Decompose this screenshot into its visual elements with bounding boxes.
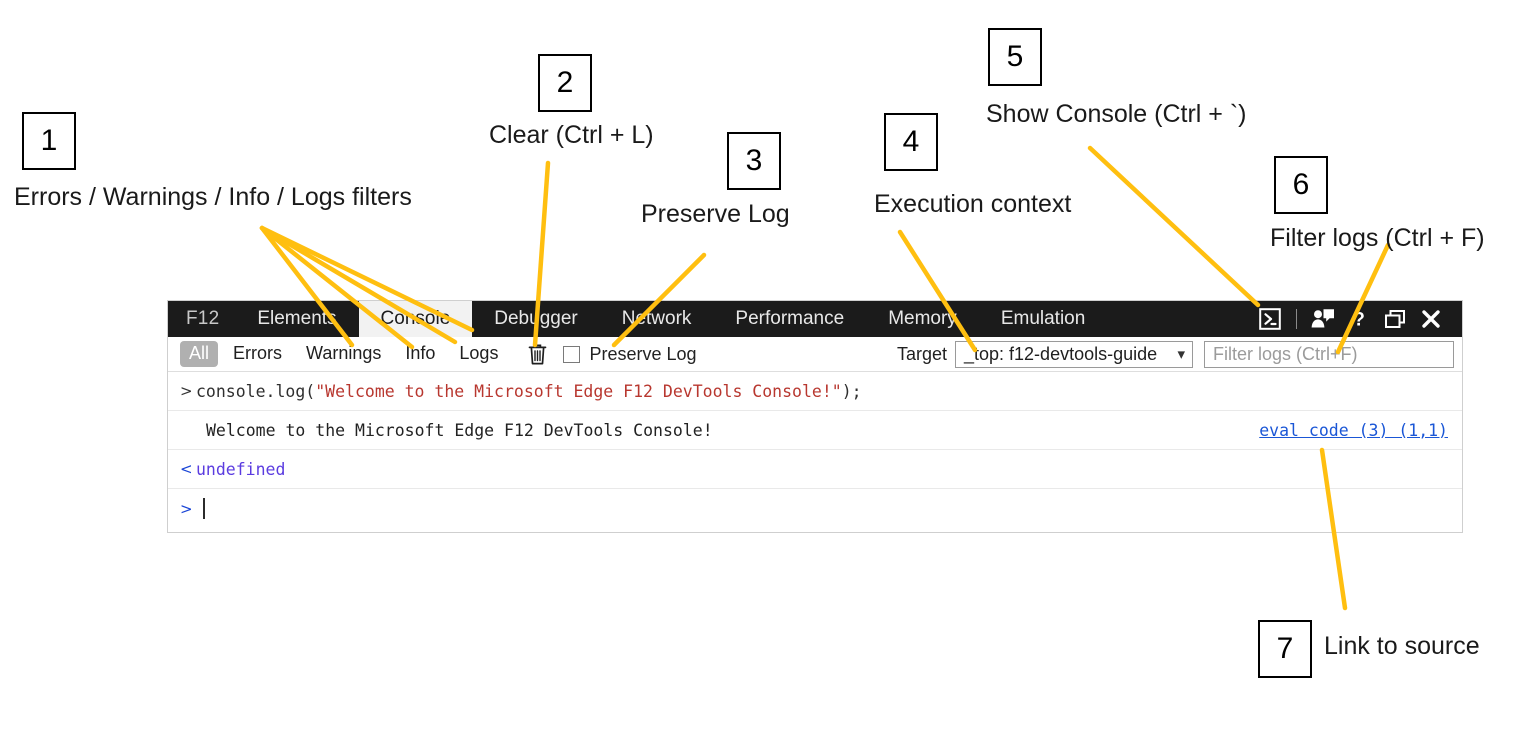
chevron-down-icon: ▾ <box>1177 346 1185 363</box>
close-icon[interactable] <box>1414 302 1448 336</box>
filter-all-button[interactable]: All <box>180 341 219 367</box>
svg-text:?: ? <box>1353 310 1365 331</box>
show-console-icon[interactable] <box>1253 302 1287 336</box>
devtools-window: F12 Elements Console Debugger Network Pe… <box>167 300 1463 533</box>
filter-errors-button[interactable]: Errors <box>233 343 283 363</box>
annotation-number-3: 3 <box>727 132 781 190</box>
console-log-text: Welcome to the Microsoft Edge F12 DevToo… <box>206 420 713 440</box>
preserve-log-label: Preserve Log <box>589 343 697 364</box>
tab-debugger[interactable]: Debugger <box>494 308 578 329</box>
console-prompt-row[interactable]: > <box>168 489 1462 528</box>
undock-icon[interactable] <box>1378 302 1412 336</box>
console-input-code-suffix: ); <box>841 381 862 401</box>
console-output-area[interactable]: > console.log("Welcome to the Microsoft … <box>168 372 1462 528</box>
console-result-row: < undefined <box>168 450 1462 489</box>
devtools-tabstrip: F12 Elements Console Debugger Network Pe… <box>168 301 1462 337</box>
preserve-log-checkbox[interactable] <box>563 345 581 363</box>
tab-elements[interactable]: Elements <box>257 308 337 329</box>
console-input-row: > console.log("Welcome to the Microsoft … <box>168 372 1462 411</box>
console-result-value: undefined <box>196 459 286 479</box>
tab-memory[interactable]: Memory <box>888 308 957 329</box>
filter-logs-placeholder: Filter logs (Ctrl+F) <box>1213 343 1358 364</box>
help-icon[interactable]: ? <box>1342 302 1376 336</box>
tab-network[interactable]: Network <box>621 308 692 329</box>
filter-warnings-button[interactable]: Warnings <box>306 343 382 363</box>
annotation-label-1: Errors / Warnings / Info / Logs filters <box>14 183 412 211</box>
annotation-number-6: 6 <box>1274 156 1328 214</box>
source-link[interactable]: eval code (3) (1,1) <box>1259 420 1448 440</box>
execution-context-select[interactable]: _top: f12-devtools-guide ▾ <box>955 340 1193 368</box>
annotation-label-2: Clear (Ctrl + L) <box>489 121 654 149</box>
console-toolbar: All Errors Warnings Info Logs Preserve L… <box>168 337 1462 372</box>
console-input-code-prefix: console.log( <box>196 381 316 401</box>
annotation-number-7: 7 <box>1258 620 1312 678</box>
trash-icon[interactable] <box>523 341 551 367</box>
annotation-number-5: 5 <box>988 28 1042 86</box>
filter-info-button[interactable]: Info <box>405 343 436 363</box>
annotation-number-1: 1 <box>22 112 76 170</box>
tab-emulation[interactable]: Emulation <box>1000 308 1086 329</box>
tab-console[interactable]: Console <box>358 301 473 337</box>
arrow-5 <box>1087 145 1261 308</box>
tab-performance[interactable]: Performance <box>735 308 845 329</box>
annotation-label-5: Show Console (Ctrl + `) <box>986 100 1247 128</box>
annotation-number-4: 4 <box>884 113 938 171</box>
toolbar-separator <box>1296 309 1297 329</box>
console-log-row: Welcome to the Microsoft Edge F12 DevToo… <box>168 411 1462 450</box>
filter-logs-input[interactable]: Filter logs (Ctrl+F) <box>1204 340 1454 368</box>
execution-context-value: _top: f12-devtools-guide <box>964 343 1158 364</box>
annotation-label-7: Link to source <box>1324 632 1480 660</box>
console-input-code-string: "Welcome to the Microsoft Edge F12 DevTo… <box>315 381 842 401</box>
annotation-label-3: Preserve Log <box>641 200 790 228</box>
annotation-label-4: Execution context <box>874 190 1072 218</box>
preserve-log-control[interactable]: Preserve Log <box>563 343 697 365</box>
feedback-icon[interactable] <box>1306 302 1340 336</box>
window-controls: ? <box>1253 301 1462 337</box>
target-label: Target <box>896 343 947 364</box>
input-marker-icon: > <box>180 382 193 400</box>
annotation-number-2: 2 <box>538 54 592 112</box>
result-marker-icon: < <box>180 460 193 478</box>
filter-logs-button[interactable]: Logs <box>459 343 499 363</box>
text-cursor <box>203 498 205 519</box>
devtools-brand-label: F12 <box>186 308 220 329</box>
prompt-marker-icon: > <box>180 499 193 518</box>
annotation-label-6: Filter logs (Ctrl + F) <box>1270 224 1485 252</box>
